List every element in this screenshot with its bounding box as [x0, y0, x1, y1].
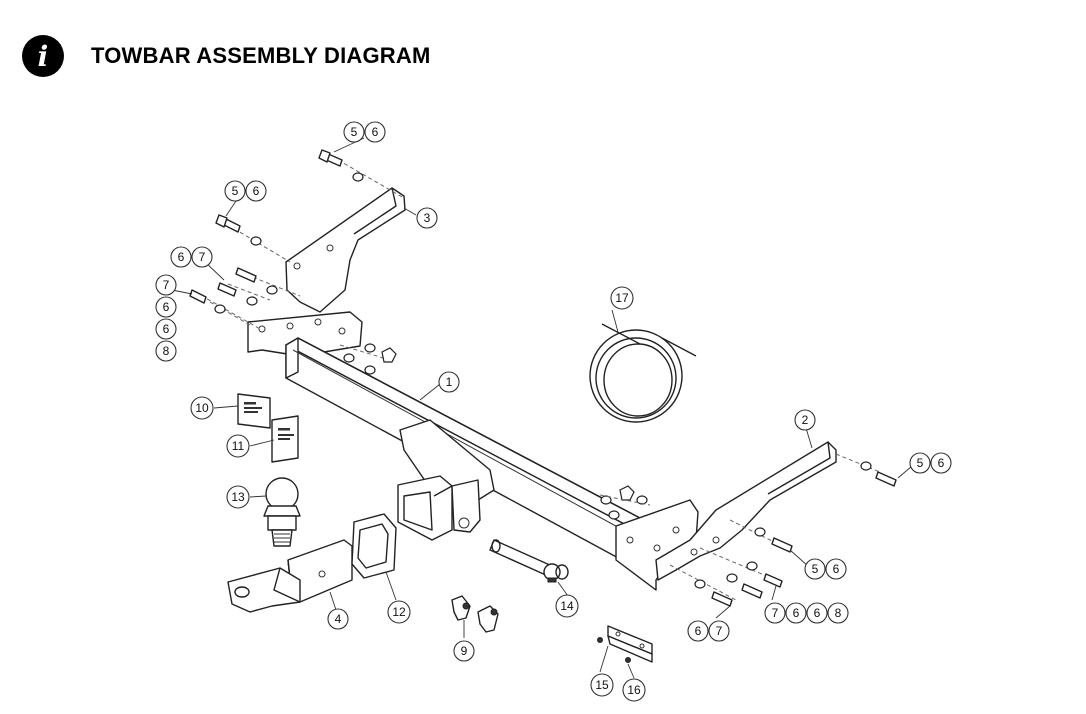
part-16-screws [597, 637, 631, 663]
svg-text:11: 11 [232, 439, 245, 453]
svg-text:10: 10 [195, 401, 209, 415]
svg-text:5: 5 [232, 184, 239, 198]
svg-text:2: 2 [802, 413, 809, 427]
callout-12: 12 [387, 600, 411, 624]
left-bolts-washers [189, 149, 397, 375]
callout-16: 16 [622, 678, 646, 702]
callout-5: 5 [909, 452, 931, 474]
callout-6: 6 [687, 620, 709, 642]
callout-6: 6 [155, 296, 177, 318]
svg-text:9: 9 [461, 644, 468, 658]
svg-text:4: 4 [335, 612, 342, 626]
callout-6: 6 [785, 602, 807, 624]
svg-text:17: 17 [615, 291, 629, 305]
svg-text:5: 5 [917, 456, 924, 470]
svg-text:13: 13 [231, 490, 245, 504]
svg-text:6: 6 [163, 322, 170, 336]
callout-3: 3 [416, 207, 438, 229]
svg-text:3: 3 [424, 211, 431, 225]
left-mounting-plate [247, 311, 363, 357]
callout-15: 15 [590, 673, 614, 697]
callout-8: 8 [155, 340, 177, 362]
part-17-wiring-coil [589, 323, 697, 423]
svg-text:6: 6 [163, 300, 170, 314]
part-15-plate [607, 625, 653, 663]
callout-7: 7 [155, 274, 177, 296]
svg-text:6: 6 [372, 125, 379, 139]
part-13-tow-ball [263, 477, 301, 547]
callout-8: 8 [827, 602, 849, 624]
page-title: TOWBAR ASSEMBLY DIAGRAM [91, 43, 431, 68]
part-14-hitch-pin [489, 539, 569, 583]
callout-6: 6 [825, 558, 847, 580]
svg-text:6: 6 [253, 184, 260, 198]
svg-text:7: 7 [716, 624, 723, 638]
svg-text:7: 7 [199, 250, 206, 264]
svg-text:6: 6 [793, 606, 800, 620]
svg-text:7: 7 [163, 278, 170, 292]
svg-text:15: 15 [595, 678, 609, 692]
svg-text:16: 16 [627, 683, 641, 697]
callout-5: 5 [224, 180, 246, 202]
svg-text:6: 6 [833, 562, 840, 576]
svg-text:5: 5 [351, 125, 358, 139]
callout-14: 14 [555, 594, 579, 618]
svg-text:5: 5 [812, 562, 819, 576]
diagram-header: i TOWBAR ASSEMBLY DIAGRAM [22, 34, 431, 78]
callout-7: 7 [764, 602, 786, 624]
info-icon: i [22, 35, 64, 77]
callout-5: 5 [804, 558, 826, 580]
svg-text:1: 1 [446, 375, 453, 389]
svg-text:6: 6 [814, 606, 821, 620]
part-9-shackles [451, 595, 499, 633]
callout-6: 6 [155, 318, 177, 340]
part-11-sticker [271, 415, 299, 463]
callout-6: 6 [245, 180, 267, 202]
callout-7: 7 [191, 246, 213, 268]
part-2-right-bracket [655, 441, 837, 581]
callout-1: 1 [438, 371, 460, 393]
svg-text:8: 8 [163, 344, 170, 358]
callout-5: 5 [343, 121, 365, 143]
part-10-sticker [237, 393, 271, 429]
callout-10: 10 [190, 396, 214, 420]
hitch-receiver [397, 419, 495, 541]
part-3-left-bracket [285, 187, 406, 313]
callout-7: 7 [708, 620, 730, 642]
callout-9: 9 [453, 640, 475, 662]
callout-11: 11 [226, 434, 250, 458]
callout-2: 2 [794, 409, 816, 431]
svg-text:6: 6 [938, 456, 945, 470]
right-bolts-washers [599, 453, 897, 607]
svg-text:12: 12 [392, 605, 406, 619]
callout-13: 13 [226, 485, 250, 509]
part-4-tongue [227, 539, 353, 613]
callout-6: 6 [364, 121, 386, 143]
svg-text:14: 14 [560, 599, 574, 613]
svg-text:6: 6 [178, 250, 185, 264]
callout-4: 4 [327, 608, 349, 630]
svg-text:7: 7 [772, 606, 779, 620]
callout-6: 6 [930, 452, 952, 474]
svg-text:8: 8 [835, 606, 842, 620]
callout-17: 17 [610, 286, 634, 310]
callout-6: 6 [806, 602, 828, 624]
callout-6: 6 [170, 246, 192, 268]
svg-text:6: 6 [695, 624, 702, 638]
part-12-receiver-cover [351, 513, 397, 579]
